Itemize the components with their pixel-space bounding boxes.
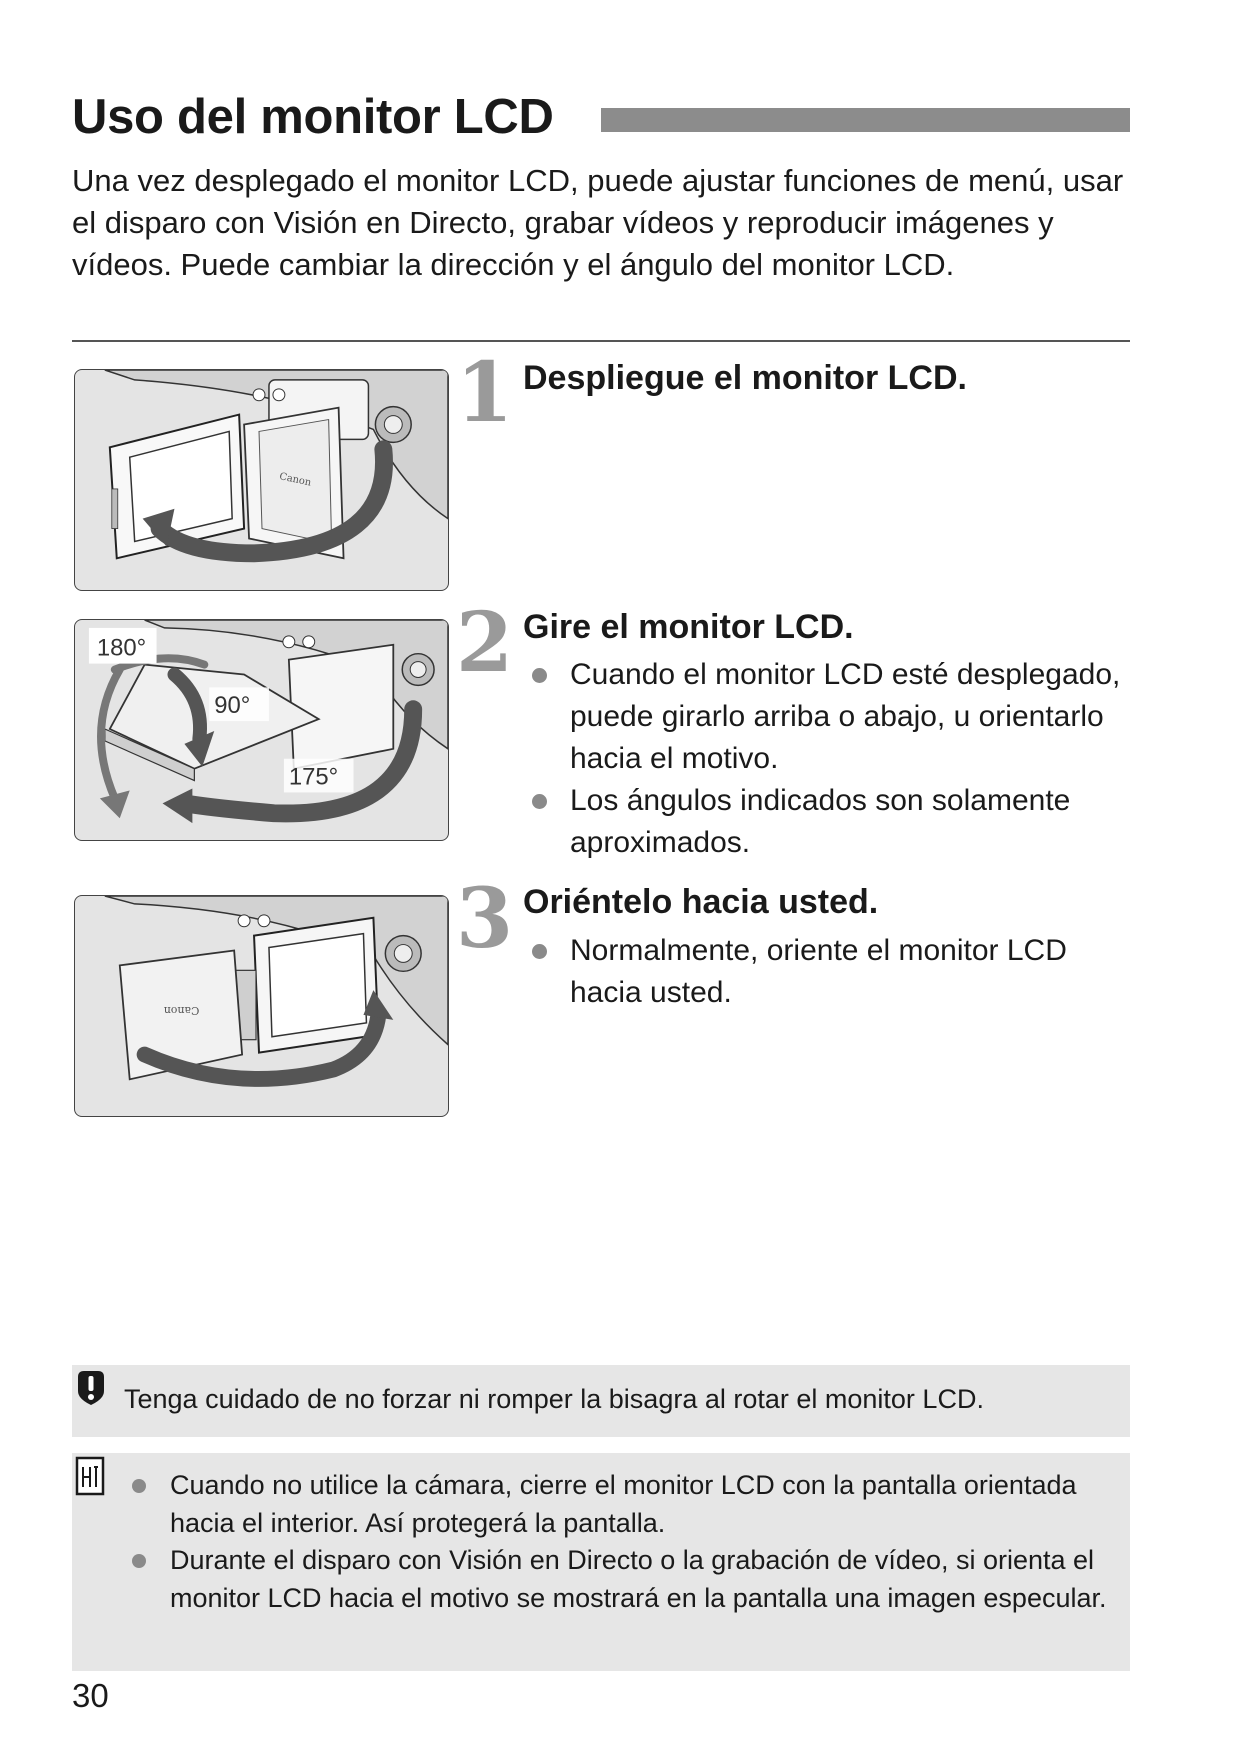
angle-label-90: 90° bbox=[214, 692, 250, 719]
list-item: Los ángulos indicados son solamente apro… bbox=[530, 780, 1135, 864]
step-number-2: 2 bbox=[456, 595, 514, 691]
illustration-face-monitor: Canon bbox=[74, 895, 449, 1117]
caution-icon bbox=[78, 1371, 104, 1405]
illustration-rotate-monitor: 180° 90° 175° bbox=[74, 619, 449, 841]
intro-paragraph: Una vez desplegado el monitor LCD, puede… bbox=[72, 163, 1124, 282]
angle-label-180: 180° bbox=[97, 635, 146, 662]
step-number-1: 1 bbox=[456, 345, 514, 441]
brand-mark: Canon bbox=[164, 1004, 200, 1017]
step-3-bullets: Normalmente, oriente el monitor LCD haci… bbox=[530, 930, 1135, 1014]
camera-rotate-drawing: 180° 90° 175° bbox=[88, 620, 448, 824]
memo-icon bbox=[75, 1456, 105, 1496]
bullet-dot-icon bbox=[532, 944, 547, 959]
step-heading-1: Despliegue el monitor LCD. bbox=[523, 359, 967, 397]
step-heading-2: Gire el monitor LCD. bbox=[523, 608, 854, 646]
caution-box: Tenga cuidado de no forzar ni romper la … bbox=[72, 1365, 1130, 1437]
list-item: Durante el disparo con Visión en Directo… bbox=[130, 1542, 1120, 1617]
title-row: Uso del monitor LCD bbox=[72, 84, 1130, 150]
illustration-unfold-monitor: Canon bbox=[74, 369, 449, 591]
list-item: Cuando el monitor LCD esté desplegado, p… bbox=[530, 654, 1135, 780]
angle-label-175: 175° bbox=[289, 764, 338, 791]
list-item: Normalmente, oriente el monitor LCD haci… bbox=[530, 930, 1135, 1014]
camera-unfold-drawing: Canon bbox=[104, 370, 448, 563]
step-number-3: 3 bbox=[456, 871, 514, 967]
notes-box: Cuando no utilice la cámara, cierre el m… bbox=[72, 1453, 1130, 1671]
bullet-dot-icon bbox=[132, 1479, 146, 1493]
step-2-bullets: Cuando el monitor LCD esté desplegado, p… bbox=[530, 654, 1135, 864]
step-heading-3: Oriéntelo hacia usted. bbox=[523, 883, 879, 921]
list-item: Cuando no utilice la cámara, cierre el m… bbox=[130, 1467, 1120, 1542]
camera-face-drawing: Canon bbox=[104, 896, 448, 1087]
bullet-dot-icon bbox=[132, 1554, 146, 1568]
caution-text: Tenga cuidado de no forzar ni romper la … bbox=[124, 1384, 984, 1414]
page-title: Uso del monitor LCD bbox=[72, 90, 554, 144]
bullet-dot-icon bbox=[532, 668, 547, 683]
section-divider bbox=[72, 340, 1130, 342]
notes-list: Cuando no utilice la cámara, cierre el m… bbox=[130, 1467, 1120, 1617]
title-decoration-bar bbox=[601, 108, 1130, 132]
page-number: 30 bbox=[72, 1677, 109, 1714]
bullet-dot-icon bbox=[532, 794, 547, 809]
